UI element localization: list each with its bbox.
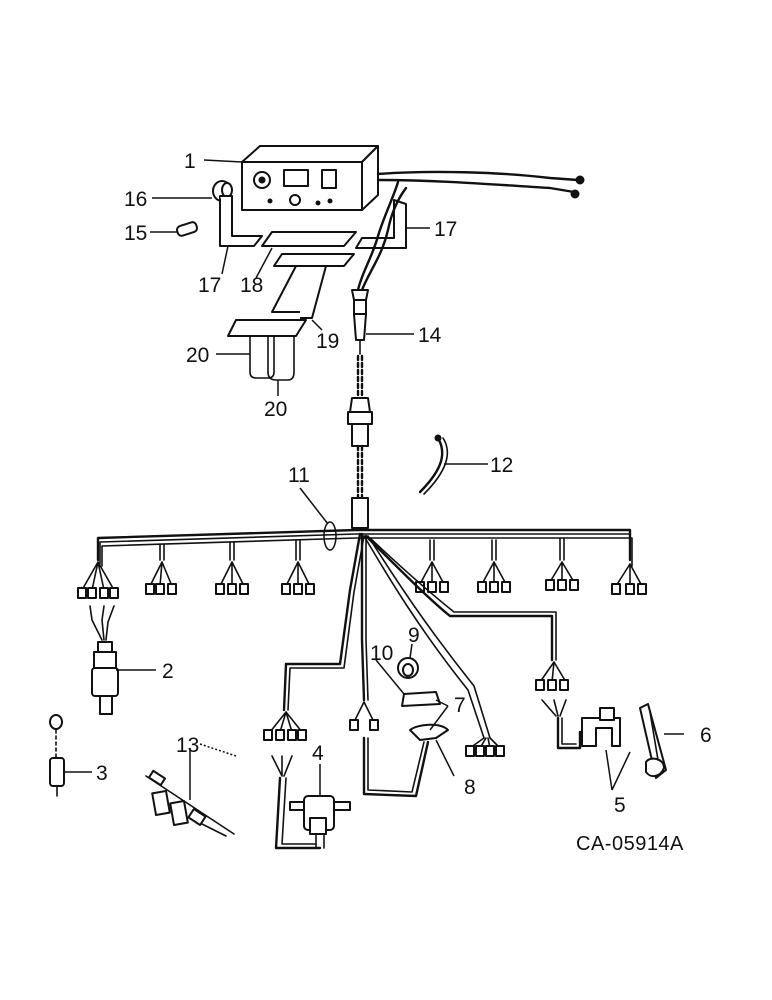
pressure-sensor	[89, 605, 119, 715]
harness-trunk	[96, 521, 633, 567]
main-cable	[347, 180, 408, 529]
callout-labels: 1 16 15 17 17 18 19 20 20 14 11 12 2 3 1…	[96, 150, 712, 817]
callout-1: 1	[184, 150, 196, 173]
callout-17-left: 17	[198, 274, 221, 297]
relay-unit	[289, 795, 351, 849]
callout-20-bottom: 20	[264, 398, 287, 421]
mounting-bracket-right	[355, 199, 407, 249]
figure-code: CA-05914A	[576, 833, 684, 855]
callout-7: 7	[454, 694, 466, 717]
callout-19: 19	[316, 330, 339, 353]
branch-to-relay	[263, 532, 365, 850]
callout-3: 3	[96, 762, 108, 785]
sensor-bracket	[581, 707, 621, 747]
callout-11: 11	[288, 464, 310, 487]
mounting-bracket-left	[219, 195, 263, 247]
callout-2: 2	[162, 660, 174, 683]
leader-lines	[64, 159, 684, 800]
callout-9: 9	[408, 624, 420, 647]
callout-6: 6	[700, 724, 712, 747]
support-bracket	[227, 253, 355, 337]
callout-17-right: 17	[434, 218, 457, 241]
sensor-plug	[49, 714, 65, 797]
control-console	[241, 145, 585, 211]
callout-12: 12	[490, 454, 513, 477]
sensor-plate	[639, 703, 667, 779]
connector-clusters	[77, 561, 647, 599]
callout-4: 4	[312, 742, 324, 765]
diode-assembly	[145, 769, 235, 837]
callout-10: 10	[370, 642, 393, 665]
callout-16: 16	[124, 188, 147, 211]
branch-right	[364, 534, 582, 750]
loose-wire	[418, 434, 449, 495]
callout-20-left: 20	[186, 344, 209, 367]
callout-15: 15	[124, 222, 147, 245]
mounting-plate	[261, 231, 357, 247]
callout-18: 18	[240, 274, 263, 297]
callout-13: 13	[176, 734, 199, 757]
callout-5: 5	[614, 794, 626, 817]
callout-14: 14	[418, 324, 442, 347]
fuse	[175, 221, 199, 237]
branch-center	[349, 532, 505, 798]
callout-8: 8	[464, 776, 476, 799]
u-bolts	[249, 335, 295, 381]
